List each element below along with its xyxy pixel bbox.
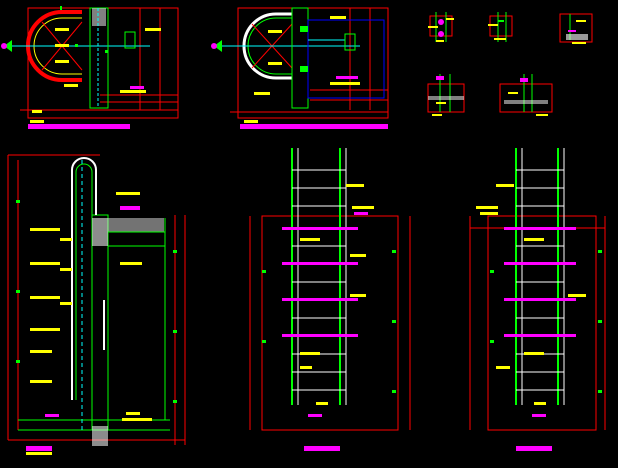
detail-d — [427, 74, 465, 116]
plan-view-1 — [1, 6, 179, 129]
front1-frame — [261, 215, 399, 431]
side-title-bar — [26, 446, 52, 451]
detail-b — [488, 12, 513, 42]
plan2-wall — [291, 7, 309, 109]
side-elevation — [7, 154, 186, 455]
detail-views — [427, 12, 593, 116]
side-wall — [91, 214, 109, 431]
plan1-title-bar — [28, 124, 130, 129]
plan2-frame — [237, 7, 389, 119]
front2-rungs — [516, 169, 564, 391]
detail-c — [559, 13, 593, 44]
plan2-slab-outline — [307, 19, 385, 99]
front1-title-bar — [304, 446, 340, 451]
side-rail-loop — [71, 157, 97, 400]
front2-title-bar — [516, 446, 552, 451]
detail-e — [499, 74, 553, 116]
front-elevation-2 — [469, 148, 606, 451]
detail-a — [428, 12, 454, 42]
plan2-title-bar — [240, 124, 388, 129]
plan-view-2 — [211, 7, 389, 129]
front-elevation-1 — [249, 148, 411, 451]
side-slab — [108, 218, 164, 232]
front1-rungs — [292, 169, 346, 391]
front2-frame — [487, 215, 597, 431]
